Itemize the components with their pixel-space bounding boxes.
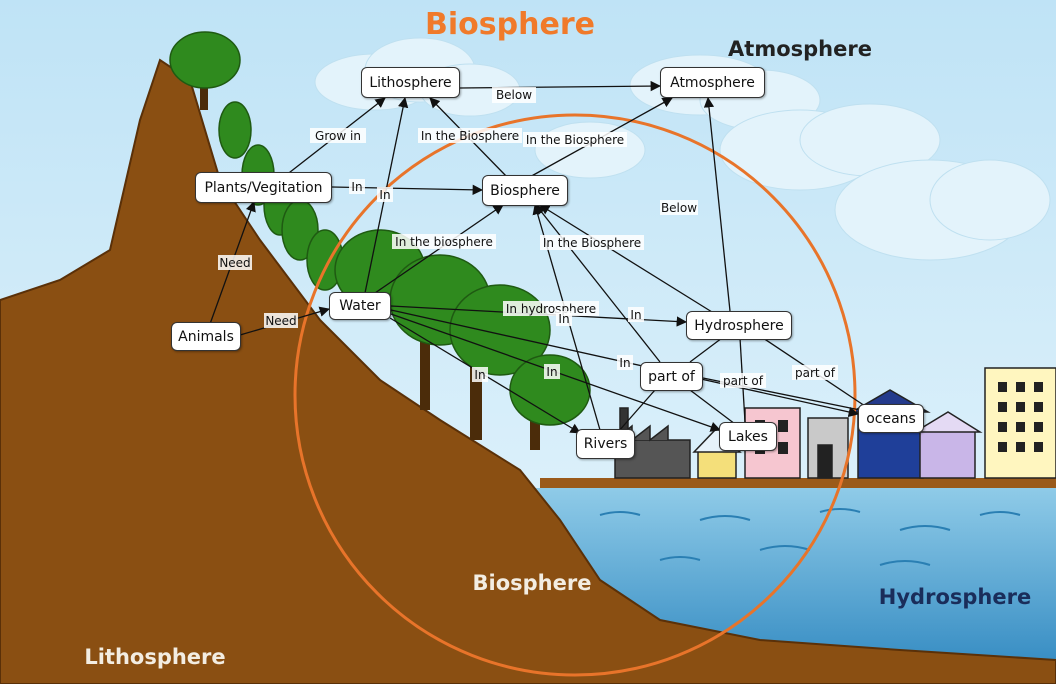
soil-mountain (0, 58, 1056, 684)
edge-label-partof-2: part of (795, 366, 836, 380)
edge-label-in-hydrosphere: In hydrosphere (506, 302, 596, 316)
label-atmosphere: Atmosphere (728, 37, 872, 61)
node-lakes[interactable]: Lakes (719, 422, 777, 451)
edge-label-in-biosphere-lower: In the biosphere (395, 235, 493, 249)
edge-label-below-top: Below (496, 88, 532, 102)
label-biosphere: Biosphere (473, 571, 592, 595)
node-biosphere[interactable]: Biosphere (482, 175, 568, 206)
edge-label-need-1: Need (219, 256, 250, 270)
node-water[interactable]: Water (329, 292, 391, 320)
node-hydrosphere[interactable]: Hydrosphere (686, 311, 792, 340)
node-part-of[interactable]: part of (640, 362, 703, 391)
edge-partof-lakes (689, 389, 736, 425)
edge-label-in-hydro-arrow: In (630, 308, 641, 322)
edge-label-in-plants: In (351, 180, 362, 194)
edge-label-in-bio-1: In the Biosphere (421, 129, 519, 143)
edge-label-below-hydro: Below (661, 201, 697, 215)
edge-label-in-3: In (474, 368, 485, 382)
label-lithosphere: Lithosphere (84, 645, 225, 669)
biosphere-circle (293, 113, 857, 677)
node-animals[interactable]: Animals (171, 322, 241, 351)
edge-label-grow-in: Grow in (315, 129, 361, 143)
edge-label-in-1: In (619, 356, 630, 370)
node-rivers[interactable]: Rivers (576, 429, 635, 459)
water-waves (599, 508, 1021, 566)
edge-label-in-bio-2: In the Biosphere (526, 133, 624, 147)
edge-label-in-water-litho: In (379, 188, 390, 202)
edge-label-need-2: Need (265, 314, 296, 328)
label-hydrosphere: Hydrosphere (879, 585, 1031, 609)
edge-partof-rivers (617, 389, 656, 433)
node-plants-vegitation[interactable]: Plants/Vegitation (195, 172, 332, 203)
node-oceans[interactable]: oceans (858, 404, 924, 433)
edge-label-partof-1: part of (723, 374, 764, 388)
edge-label-in-2: In (546, 365, 557, 379)
edge-label-in-rivers: In (558, 312, 569, 326)
edge-label-in-bio-3: In the Biosphere (543, 236, 641, 250)
title-biosphere: Biosphere (425, 7, 595, 42)
edge-labels: Below Grow in In the Biosphere In the Bi… (218, 87, 838, 388)
edge-partof-bio (535, 204, 661, 363)
edge-hydro-partof (689, 337, 723, 363)
buildings (614, 367, 1056, 479)
edge-hydro-bio (539, 204, 713, 313)
node-atmosphere[interactable]: Atmosphere (660, 67, 765, 98)
edge-hydro-atmo (703, 96, 731, 312)
node-lithosphere[interactable]: Lithosphere (361, 67, 460, 98)
shoreline (540, 478, 1056, 488)
